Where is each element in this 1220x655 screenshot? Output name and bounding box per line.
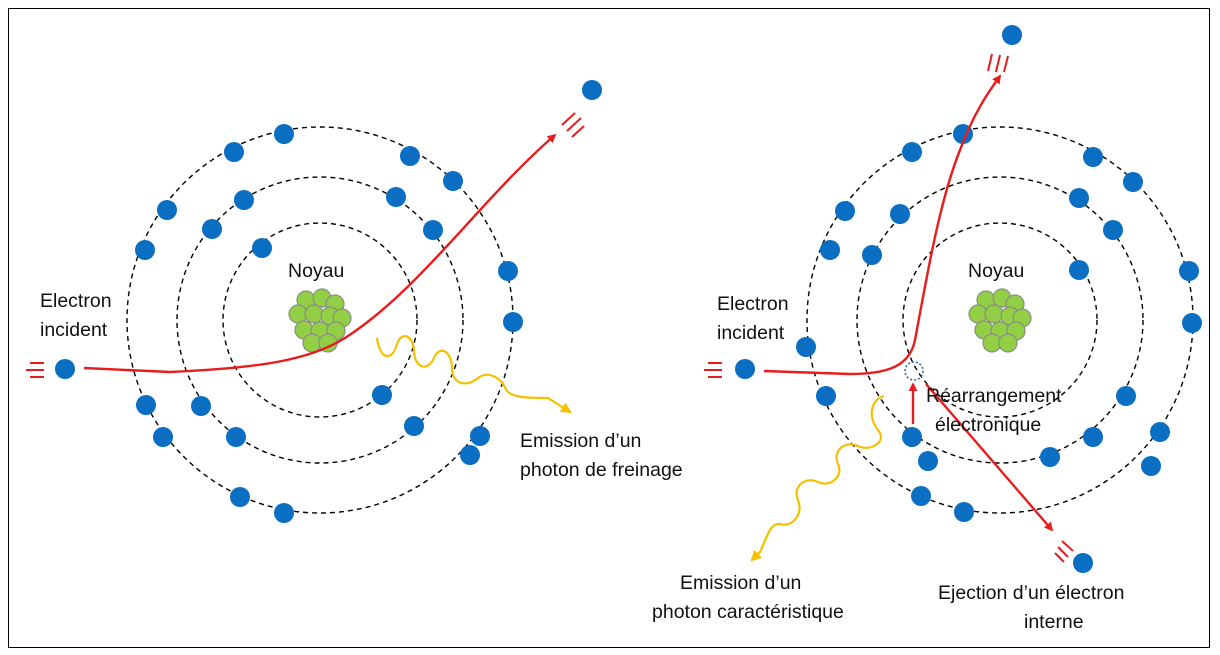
left-speed-lines-outgoing <box>561 112 585 138</box>
electron <box>274 124 294 144</box>
electron <box>816 386 836 406</box>
right-electron-trajectory <box>763 74 1002 376</box>
left-photon-label-1: Emission d’un <box>520 430 641 452</box>
right-photon-label-2: photon caractéristique <box>652 601 844 623</box>
ejection-label-2: interne <box>1024 611 1084 633</box>
right-orbit-l <box>856 176 1144 464</box>
right-speed-lines-outgoing <box>987 53 1009 73</box>
electron <box>1116 386 1136 406</box>
right-atom: Noyau Electron incident Réarrangement él… <box>652 25 1202 633</box>
right-incident-label-2: incident <box>717 322 785 344</box>
electron <box>460 445 480 465</box>
electron <box>470 426 490 446</box>
electron <box>862 245 882 265</box>
electron <box>911 486 931 506</box>
electron <box>1069 188 1089 208</box>
diagram-frame <box>8 8 1210 648</box>
electron <box>1069 260 1089 280</box>
electron <box>157 200 177 220</box>
electron <box>890 204 910 224</box>
left-photon-label-2: photon de freinage <box>520 459 683 481</box>
electron <box>1179 261 1199 281</box>
electron <box>1150 422 1170 442</box>
electron <box>224 142 244 162</box>
electron <box>423 220 443 240</box>
right-speed-lines-incident <box>704 362 722 378</box>
electron <box>136 395 156 415</box>
left-nucleus-label: Noyau <box>288 260 344 282</box>
electron <box>202 219 222 239</box>
electron <box>902 427 922 447</box>
left-incident-label-1: Electron <box>40 290 112 312</box>
electron <box>1103 220 1123 240</box>
characteristic-photon <box>750 394 885 562</box>
electron <box>234 190 254 210</box>
left-incident-label-2: incident <box>40 319 108 341</box>
left-orbit-l <box>176 176 464 464</box>
left-speed-lines-incident <box>26 362 44 378</box>
left-nucleus <box>288 288 352 353</box>
ejection-label-1: Ejection d’un électron <box>938 582 1124 604</box>
electron <box>835 201 855 221</box>
electron <box>404 416 424 436</box>
electron <box>1123 172 1143 192</box>
electron <box>135 240 155 260</box>
electron <box>55 359 75 379</box>
electron <box>918 451 938 471</box>
electron <box>503 312 523 332</box>
right-nucleus <box>968 288 1032 353</box>
electron <box>954 502 974 522</box>
electron <box>372 385 392 405</box>
left-bremsstrahlung-photon <box>375 335 572 414</box>
electron <box>1002 25 1022 45</box>
left-electrons <box>55 80 602 523</box>
left-electron-trajectory <box>83 133 557 374</box>
right-photon-label-1: Emission d’un <box>680 572 801 594</box>
electron <box>820 240 840 260</box>
electron <box>1040 447 1060 467</box>
electron <box>226 427 246 447</box>
electron <box>191 396 211 416</box>
right-electrons <box>735 25 1202 573</box>
electron <box>902 142 922 162</box>
rearrangement-label-2: électronique <box>935 414 1041 436</box>
electron <box>582 80 602 100</box>
electron <box>230 487 250 507</box>
electron <box>796 337 816 357</box>
ejected-speed-lines <box>1054 540 1074 563</box>
electron <box>1083 427 1103 447</box>
electron <box>153 427 173 447</box>
right-nucleus-label: Noyau <box>968 260 1024 282</box>
electron <box>386 187 406 207</box>
inner-shell-vacancy <box>904 361 924 381</box>
electron <box>1182 313 1202 333</box>
right-incident-label-1: Electron <box>717 293 789 315</box>
left-atom: Noyau Electron incident Emission d’un ph… <box>26 80 683 523</box>
electron <box>1083 147 1103 167</box>
electron <box>498 261 518 281</box>
electron <box>274 503 294 523</box>
rearrangement-label-1: Réarrangement <box>926 385 1062 407</box>
electron <box>1141 456 1161 476</box>
electron <box>443 171 463 191</box>
ejection-arrow <box>925 383 1054 532</box>
left-orbit-k <box>222 222 418 418</box>
ejected-electron <box>1073 553 1093 573</box>
electron <box>400 146 420 166</box>
electron <box>735 359 755 379</box>
right-orbit-k <box>902 222 1098 418</box>
electron <box>252 238 272 258</box>
